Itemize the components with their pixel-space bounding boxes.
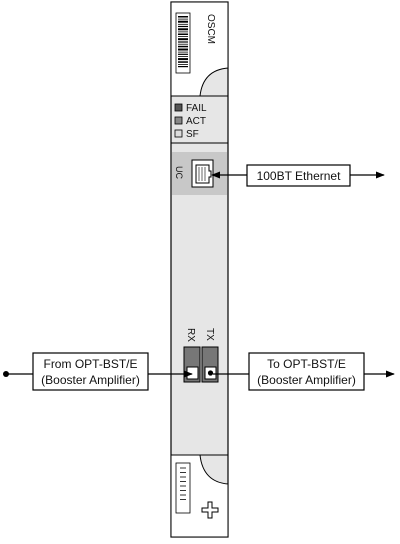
barcode-stripe xyxy=(178,31,188,33)
uc-panel: UC xyxy=(172,152,227,195)
barcode-stripe xyxy=(178,33,188,35)
barcode-stripe xyxy=(178,51,188,53)
rx-port-icon[interactable] xyxy=(186,366,199,380)
bottom-label-marks-icon xyxy=(180,467,186,500)
led-panel: FAIL ACT SF xyxy=(174,103,207,140)
barcode-stripe xyxy=(178,23,188,25)
bottom-label-slot xyxy=(175,462,191,514)
led-fail-icon xyxy=(174,103,183,112)
barcode-stripe xyxy=(178,20,188,23)
barcode-stripe xyxy=(178,28,188,31)
barcode-stripe xyxy=(178,25,188,28)
barcode-stripe xyxy=(178,36,188,37)
output-label-line2: (Booster Amplifier) xyxy=(257,373,356,387)
led-act-label: ACT xyxy=(186,116,206,127)
led-fail-label: FAIL xyxy=(186,103,207,114)
barcode-stripe xyxy=(178,64,188,65)
rx-label: RX xyxy=(185,328,196,342)
input-connection: From OPT-BST/E (Booster Amplifier) xyxy=(3,352,193,391)
barcode-icon xyxy=(178,16,188,68)
top-ejector: OSCM xyxy=(170,1,229,97)
ethernet-connection: 100BT Ethernet xyxy=(211,164,385,187)
barcode-stripe xyxy=(178,61,188,63)
output-label-box xyxy=(248,352,365,391)
barcode-stripe xyxy=(178,18,188,20)
output-label-line1: To OPT-BST/E xyxy=(267,357,346,371)
tx-port-core-icon xyxy=(207,370,214,376)
led-act-icon xyxy=(174,116,183,125)
barcode-stripe xyxy=(178,45,188,48)
output-connection: To OPT-BST/E (Booster Amplifier) xyxy=(213,352,395,391)
input-label-box xyxy=(32,352,149,391)
input-label-line2: (Booster Amplifier) xyxy=(41,373,140,387)
barcode-stripe xyxy=(178,53,188,55)
led-sf-label: SF xyxy=(186,129,199,140)
barcode-stripe xyxy=(178,58,188,61)
barcode-stripe xyxy=(178,43,188,45)
ethernet-label: 100BT Ethernet xyxy=(257,169,342,183)
uc-label: UC xyxy=(174,166,184,179)
barcode-stripe xyxy=(178,41,188,43)
led-sf-icon xyxy=(174,129,183,138)
rj45-port-icon[interactable] xyxy=(191,159,214,188)
tx-label: TX xyxy=(204,328,215,341)
barcode-label xyxy=(175,12,191,74)
barcode-stripe xyxy=(178,16,188,18)
card-name-label: OSCM xyxy=(205,14,216,44)
barcode-stripe xyxy=(178,66,188,68)
barcode-stripe xyxy=(178,48,188,51)
bottom-ejector xyxy=(170,454,229,538)
cross-icon xyxy=(201,501,219,519)
barcode-stripe xyxy=(178,56,188,57)
input-label-line1: From OPT-BST/E xyxy=(43,357,137,371)
barcode-stripe xyxy=(178,38,188,41)
